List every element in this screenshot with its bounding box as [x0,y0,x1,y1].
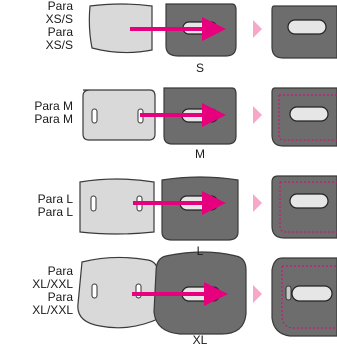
row-label-l: Para L Para L [37,192,73,219]
pad-hole-left [90,195,97,212]
light-pad-m [82,89,156,141]
chevron-right-icon [253,194,262,212]
light-pad-xs-s [88,3,153,54]
chevron-right-icon [253,106,262,124]
stitch-line [278,94,337,141]
row-l [79,175,337,241]
row-label-xl-xxl: Para XL/XXL Para XL/XXL [32,264,73,317]
result-hole-left [285,285,292,301]
row-label-m: Para M Para M [34,99,73,126]
pad-hole-left [91,108,98,124]
size-caption-l: L [196,244,204,258]
pad-hole-left [91,283,98,299]
size-caption-xl: XL [192,333,208,347]
chevron-right-icon [253,285,262,303]
row-xl-xxl [77,251,337,337]
size-caption-m: M [195,147,205,161]
light-pad-l [79,178,155,235]
result-slot [291,285,333,302]
row-m [82,87,337,147]
chevron-right-icon [253,20,262,38]
stitch-line [281,265,337,329]
row-label-xs-s: Para XS/S Para XS/S [45,0,73,52]
result-slot [289,106,329,122]
size-caption-s: S [195,61,204,75]
row-xs-s [88,3,337,59]
result-slot [289,193,329,209]
result-slot [287,19,327,35]
stitch-line [279,181,337,233]
